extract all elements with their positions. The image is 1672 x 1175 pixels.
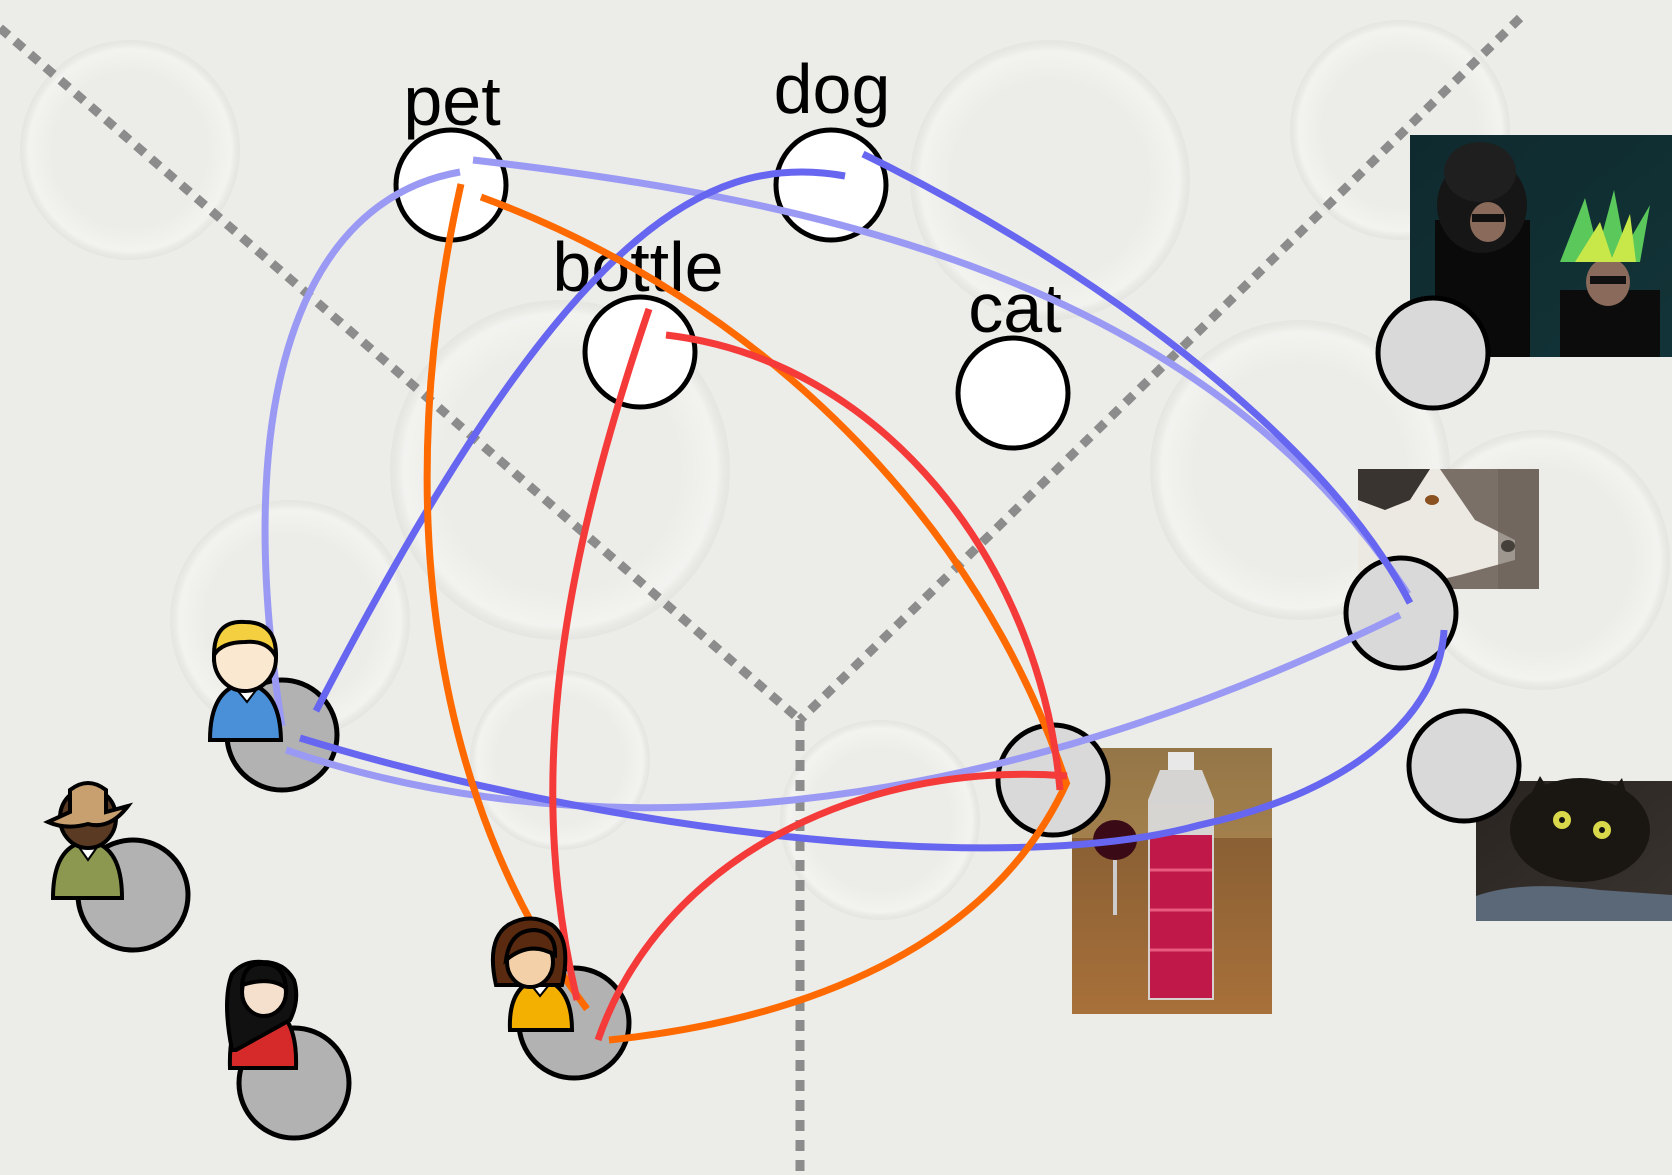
hyperedge-links: [261, 150, 1448, 1044]
photo-nodes: [995, 295, 1522, 838]
dark-hair-woman-avatar: [225, 959, 299, 1070]
link-user4-bottlephoto-2: [594, 770, 1068, 1042]
link-pet-bottlephoto: [479, 193, 1071, 787]
photo-node-dog: [1343, 555, 1459, 671]
photo-node-cat: [1406, 708, 1522, 824]
tag-label-dog: dog: [774, 50, 891, 128]
photo-node-concert: [1375, 295, 1491, 411]
link-pet-user1: [261, 168, 461, 727]
link-user1-dogphoto-2: [298, 629, 1448, 852]
separator-lines: [0, 14, 1524, 1175]
link-pet-dogphoto: [472, 156, 1411, 596]
separator-line-right: [796, 14, 1524, 724]
hat-man-avatar: [43, 781, 134, 900]
tag-label-pet: pet: [403, 62, 500, 140]
tag-nodes: [393, 127, 1071, 451]
tag-node-bottle: [582, 294, 698, 410]
link-user1-dogphoto: [284, 611, 1402, 812]
link-pet-user4: [423, 183, 590, 1012]
link-user4-bottlephoto: [608, 780, 1071, 1044]
tag-node-cat: [955, 335, 1071, 451]
link-dog-dogphoto: [861, 150, 1414, 605]
link-bottle-bottlephoto: [665, 331, 1064, 791]
black-cat-photo: [1476, 776, 1672, 921]
tag-labels: pet dog bottle cat: [403, 50, 1061, 347]
blond-man-avatar: [207, 619, 284, 742]
brown-hair-woman-avatar: [490, 916, 575, 1032]
link-bottle-user4: [549, 307, 653, 1001]
separator-line-left: [0, 24, 803, 724]
